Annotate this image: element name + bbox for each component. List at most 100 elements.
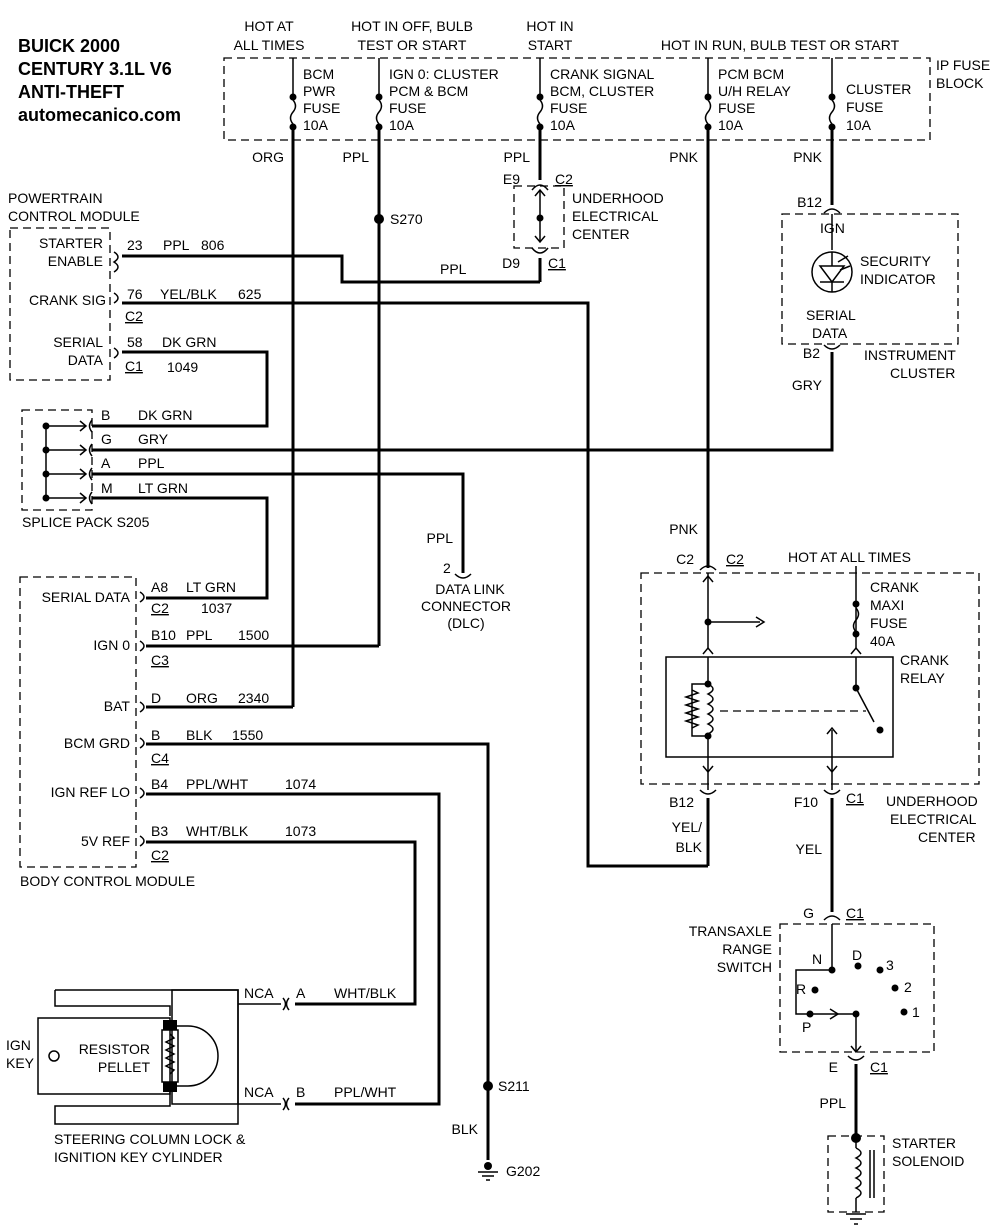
starter-solenoid: STARTER SOLENOID: [827, 1133, 964, 1225]
svg-text:10A: 10A: [389, 117, 415, 133]
svg-text:TRANSAXLE: TRANSAXLE: [689, 923, 772, 939]
svg-text:10A: 10A: [550, 117, 576, 133]
svg-text:SERIAL DATA: SERIAL DATA: [42, 589, 131, 605]
svg-text:BLK: BLK: [452, 1121, 479, 1137]
svg-text:ORG: ORG: [186, 690, 218, 706]
fuse-crank-signal: CRANK SIGNAL BCM, CLUSTER FUSE 10A: [536, 66, 654, 133]
fuse-pcm-bcm: PCM BCM U/H RELAY FUSE 10A: [704, 66, 792, 133]
svg-text:CRANK SIGNAL: CRANK SIGNAL: [550, 66, 654, 82]
svg-text:CENTER: CENTER: [918, 829, 976, 845]
svg-text:E9: E9: [503, 171, 520, 187]
svg-text:PPL/WHT: PPL/WHT: [334, 1084, 397, 1100]
svg-text:CONTROL MODULE: CONTROL MODULE: [8, 208, 140, 224]
svg-text:IGN REF LO: IGN REF LO: [51, 784, 130, 800]
svg-text:10A: 10A: [718, 117, 744, 133]
svg-text:DK GRN: DK GRN: [162, 334, 216, 350]
svg-text:CRANK: CRANK: [870, 579, 920, 595]
svg-text:INSTRUMENT: INSTRUMENT: [864, 347, 956, 363]
svg-text:BLK: BLK: [186, 727, 213, 743]
svg-text:B10: B10: [151, 627, 176, 643]
svg-text:58: 58: [127, 334, 143, 350]
ip-fuse-block: HOT AT ALL TIMES HOT IN OFF, BULB TEST O…: [223, 18, 990, 165]
ground-g202: S211 BLK G202: [452, 1078, 540, 1181]
svg-text:2340: 2340: [238, 690, 269, 706]
svg-text:IGN 0: IGN 0: [93, 637, 130, 653]
wire-starter-enable: [122, 254, 540, 284]
svg-text:INDICATOR: INDICATOR: [860, 271, 936, 287]
svg-text:BCM GRD: BCM GRD: [64, 735, 130, 751]
svg-text:IGN 0: CLUSTER: IGN 0: CLUSTER: [389, 66, 499, 82]
svg-text:(DLC): (DLC): [447, 615, 484, 631]
powertrain-control-module: POWERTRAIN CONTROL MODULE STARTER ENABLE…: [8, 190, 262, 381]
wire-label-pnk-2: PNK: [793, 149, 822, 165]
svg-text:WHT/BLK: WHT/BLK: [186, 823, 249, 839]
svg-text:1: 1: [912, 1004, 920, 1020]
title-line-1: BUICK 2000: [18, 36, 120, 56]
svg-text:3: 3: [886, 957, 894, 973]
svg-text:LT GRN: LT GRN: [186, 579, 236, 595]
svg-text:C1: C1: [125, 358, 143, 374]
svg-text:DATA: DATA: [68, 352, 104, 368]
svg-text:RELAY: RELAY: [900, 670, 946, 686]
svg-text:10A: 10A: [303, 117, 329, 133]
svg-text:D9: D9: [502, 255, 520, 271]
svg-text:C2: C2: [555, 171, 573, 187]
svg-text:DK GRN: DK GRN: [138, 407, 192, 423]
svg-text:PCM & BCM: PCM & BCM: [389, 83, 468, 99]
svg-text:PPL: PPL: [186, 627, 213, 643]
fuse-block-name-1: IP FUSE: [936, 57, 990, 73]
svg-text:G: G: [803, 905, 814, 921]
svg-text:IGNITION KEY CYLINDER: IGNITION KEY CYLINDER: [54, 1149, 223, 1165]
svg-text:1550: 1550: [232, 727, 263, 743]
svg-text:BCM: BCM: [303, 66, 334, 82]
svg-text:FUSE: FUSE: [718, 100, 755, 116]
ign-key-hole: [48, 1050, 60, 1062]
svg-text:LT GRN: LT GRN: [138, 480, 188, 496]
svg-text:P: P: [802, 1019, 811, 1035]
svg-text:STARTER: STARTER: [892, 1135, 956, 1151]
svg-text:G202: G202: [506, 1163, 540, 1179]
wire-label-org: ORG: [252, 149, 284, 165]
svg-text:FUSE: FUSE: [389, 100, 426, 116]
wire-label-ppl-2: PPL: [504, 149, 531, 165]
splice-pack-s205: B DK GRN G GRY A PPL M LT GRN SPLICE PAC…: [21, 407, 192, 530]
wire-ppl-dlc: [92, 472, 465, 573]
splice-s211: [483, 1081, 493, 1091]
svg-text:RESISTOR: RESISTOR: [79, 1041, 150, 1057]
svg-text:UNDERHOOD: UNDERHOOD: [572, 190, 664, 206]
svg-text:D: D: [852, 947, 862, 963]
svg-text:C2: C2: [151, 600, 169, 616]
svg-text:A: A: [101, 455, 111, 471]
fuse-bcm-pwr: BCM PWR FUSE 10A: [289, 66, 340, 133]
ign-key: [37, 1017, 171, 1095]
svg-text:DATA LINK: DATA LINK: [435, 581, 505, 597]
svg-text:GRY: GRY: [792, 377, 823, 393]
svg-text:SPLICE PACK S205: SPLICE PACK S205: [22, 514, 150, 530]
svg-text:NCA: NCA: [244, 985, 274, 1001]
wire-wht-blk-1073: [146, 840, 417, 1006]
svg-text:C1: C1: [846, 790, 864, 806]
underhood-center-relay: PNK C2 C2 HOT AT ALL TIMES CRANK MAXI FU…: [640, 521, 980, 857]
svg-text:E: E: [829, 1059, 838, 1075]
svg-text:SERIAL: SERIAL: [53, 334, 103, 350]
data-link-connector: PPL 2 DATA LINK CONNECTOR (DLC): [421, 530, 511, 631]
svg-text:CRANK SIG: CRANK SIG: [29, 292, 106, 308]
svg-text:B2: B2: [803, 345, 820, 361]
svg-text:PCM BCM: PCM BCM: [718, 66, 784, 82]
relay-coil-icon: [706, 683, 714, 735]
svg-text:MAXI: MAXI: [870, 597, 904, 613]
steering-column-lock: IGN KEY RESISTOR PELLET NCA A WHT/BLK NC…: [6, 985, 397, 1165]
svg-text:B12: B12: [797, 194, 822, 210]
svg-text:1074: 1074: [285, 776, 316, 792]
svg-text:1037: 1037: [201, 600, 232, 616]
svg-text:KEY: KEY: [6, 1055, 35, 1071]
solenoid-coil-icon: [854, 1147, 862, 1199]
fuse-header-1a: HOT AT: [244, 18, 294, 34]
svg-text:10A: 10A: [846, 117, 872, 133]
svg-text:SERIAL: SERIAL: [806, 307, 856, 323]
svg-text:B12: B12: [669, 794, 694, 810]
wire-crank-sig: [122, 301, 708, 868]
svg-text:GRY: GRY: [138, 431, 169, 447]
svg-text:ELECTRICAL: ELECTRICAL: [890, 811, 977, 827]
svg-text:SWITCH: SWITCH: [717, 959, 772, 975]
